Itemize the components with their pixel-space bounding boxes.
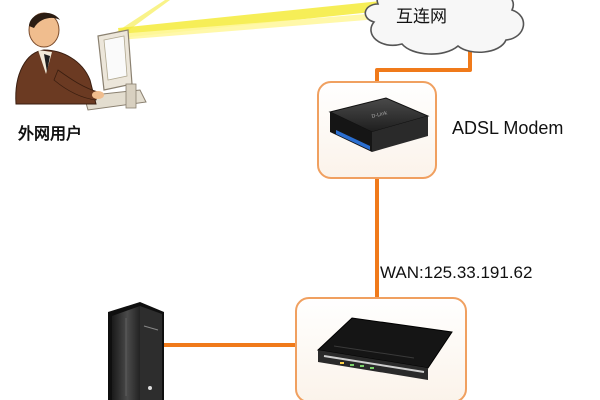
server-tower: [108, 302, 164, 400]
router-node: [295, 297, 467, 400]
user-computer-illustration: [15, 12, 147, 111]
svg-text:D-Link: D-Link: [371, 110, 388, 120]
internet-cloud: [364, 0, 525, 55]
user-label: 外网用户: [18, 124, 83, 143]
adsl-modem-node: D-Link: [317, 81, 437, 179]
wireless-beam: [104, 0, 392, 44]
router-device: [316, 317, 453, 380]
cable-lines: [162, 48, 472, 347]
cable-internet-modem: [375, 48, 472, 82]
adsl-modem-device: D-Link: [328, 97, 430, 152]
internet-label: 互连网: [396, 7, 447, 27]
adsl-modem-label: ADSL Modem: [452, 118, 564, 138]
wan-address-label: WAN:125.33.191.62: [380, 263, 533, 282]
